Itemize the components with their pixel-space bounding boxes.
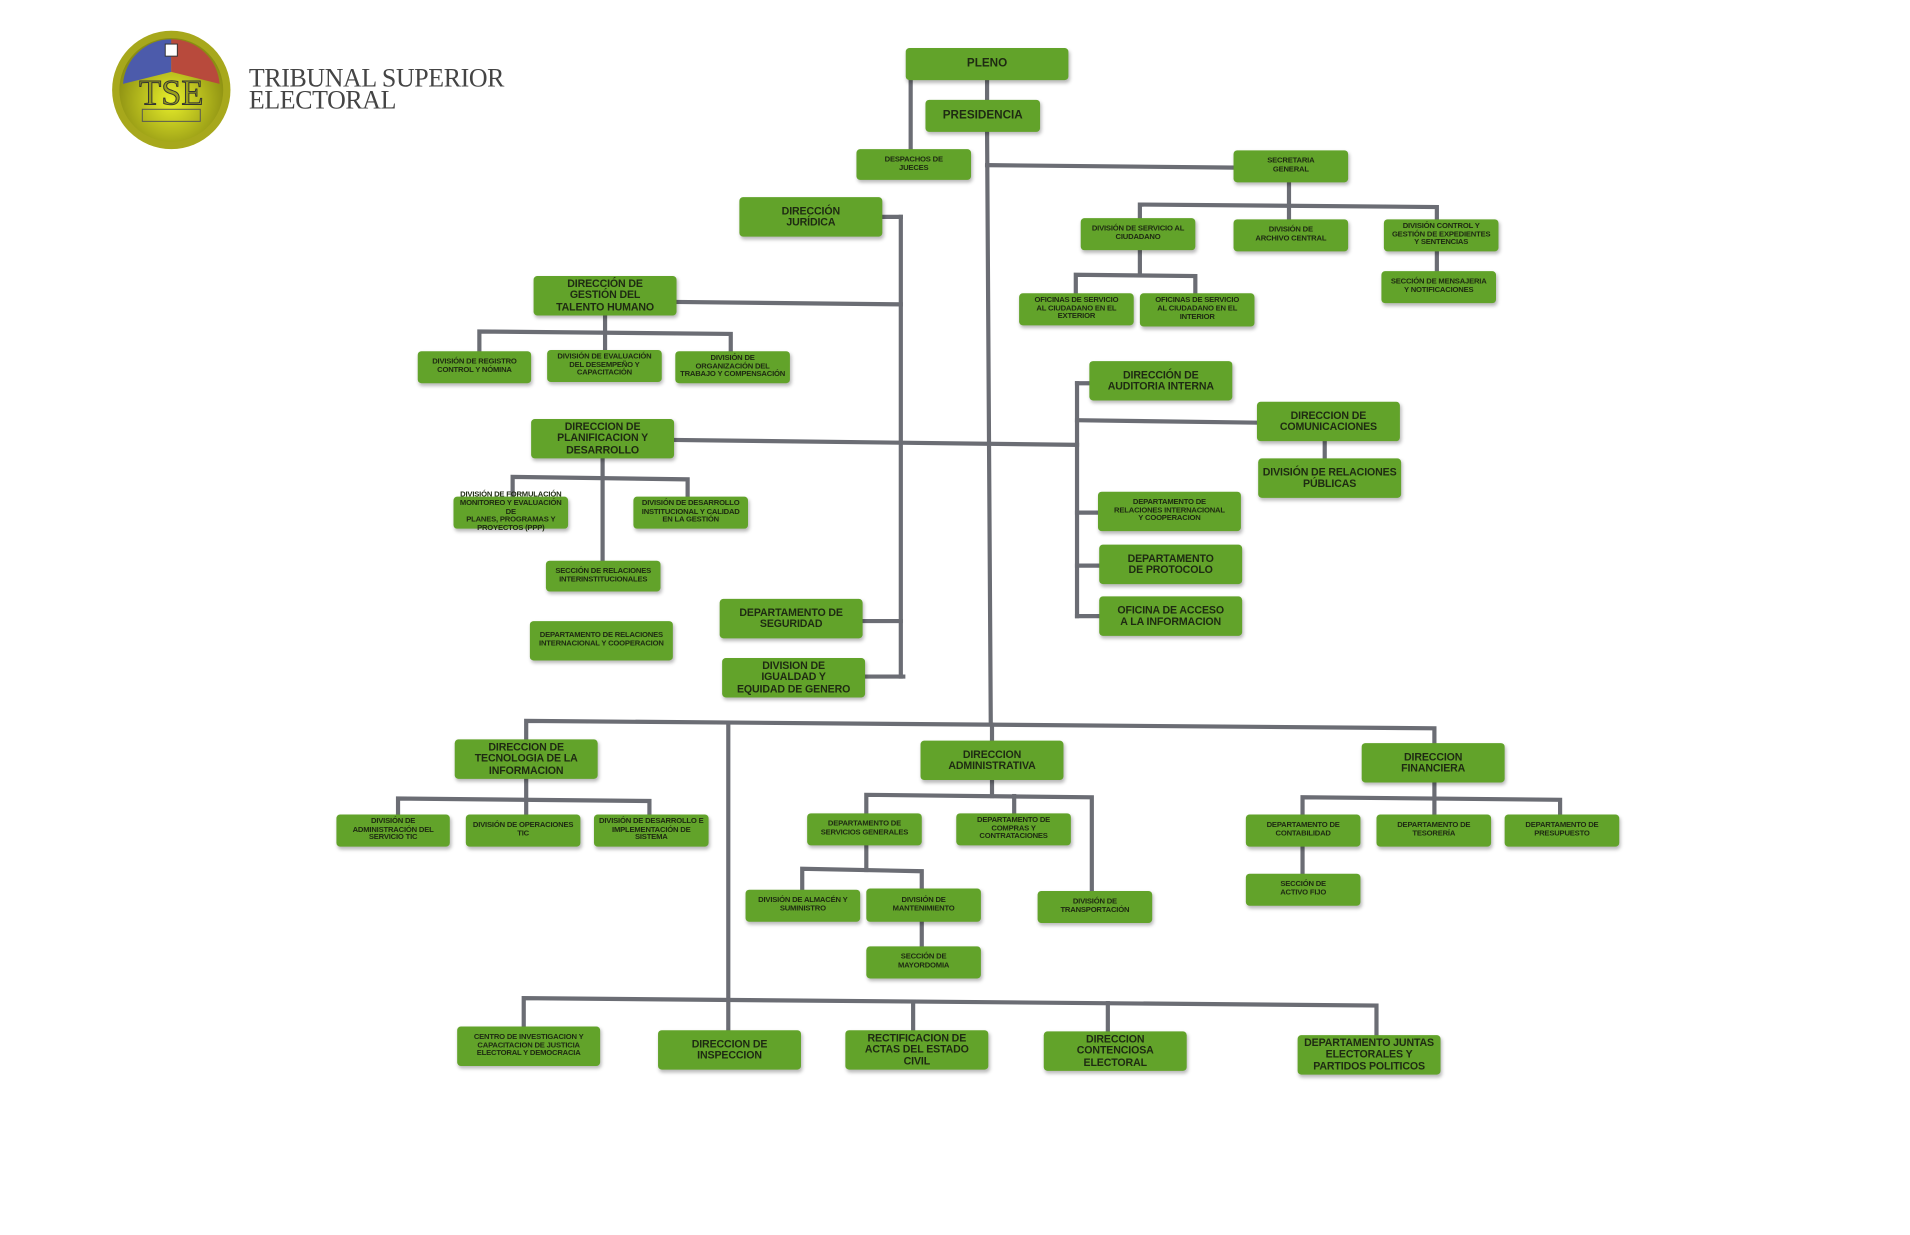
org-unit-oficinas-int: OFICINAS DE SERVICIO AL CIUDADANO EN EL …	[1139, 293, 1255, 327]
connector-line	[800, 866, 924, 892]
org-unit-ppp: DIVISIÓN DE FORMULACIÓN MONITOREO Y EVAL…	[453, 491, 569, 532]
org-unit-desa-sis: DIVISIÓN DE DESARROLLO E IMPLEMENTACIÓN …	[593, 814, 709, 847]
title-line-1: TRIBUNAL SUPERIOR	[248, 62, 505, 93]
org-unit-contabilidad: DEPARTAMENTO DE CONTABILIDAD	[1245, 814, 1361, 847]
title-line-2: ELECTORAL	[248, 85, 397, 115]
org-unit-activo-fijo: SECCIÓN DE ACTIVO FIJO	[1245, 873, 1361, 906]
org-unit-contenciosa: DIRECCION CONTENCIOSA ELECTORAL	[1043, 1031, 1187, 1071]
org-unit-igualdad: DIVISION DE IGUALDAD Y EQUIDAD DE GENERO	[722, 658, 866, 698]
org-unit-secretaria: SECRETARIA GENERAL	[1233, 150, 1349, 183]
org-unit-mantenimiento: DIVISIÓN DE MANTENIMIENTO	[866, 888, 981, 922]
connector-line	[674, 299, 903, 307]
logo-lettering: TSE	[139, 72, 203, 112]
connector-line	[1074, 418, 1260, 425]
org-unit-sec-rel-inter: SECCIÓN DE RELACIONES INTERINSTITUCIONAL…	[545, 560, 661, 592]
org-unit-dep-rel-int-left: DEPARTAMENTO DE RELACIONES INTERNACIONAL…	[529, 621, 673, 661]
org-unit-organizacion: DIVISIÓN DE ORGANIZACIÓN DEL TRABAJO Y C…	[675, 351, 790, 384]
org-unit-archivo: DIVISIÓN DE ARCHIVO CENTRAL	[1233, 219, 1349, 252]
org-unit-div-serv-ciud: DIVISIÓN DE SERVICIO AL CIUDADANO	[1080, 218, 1196, 251]
org-unit-rectificacion: RECTIFICACION DE ACTAS DEL ESTADO CIVIL	[845, 1030, 989, 1070]
org-unit-compras: DEPARTAMENTO DE COMPRAS Y CONTRATACIONES	[956, 813, 1071, 846]
tse-seal-logo: TSE	[112, 30, 231, 150]
org-unit-tecnologia: DIRECCION DE TECNOLOGIA DE LA INFORMACIO…	[454, 739, 598, 779]
org-unit-centro: CENTRO DE INVESTIGACION Y CAPACITACION D…	[457, 1026, 601, 1066]
org-unit-almacen: DIVISIÓN DE ALMACÉN Y SUMINISTRO	[745, 889, 861, 922]
org-unit-rel-publicas: DIVISIÓN DE RELACIONES PÚBLICAS	[1258, 458, 1402, 498]
org-unit-presupuesto: DEPARTAMENTO DE PRESUPUESTO	[1504, 814, 1620, 847]
connector-line	[1073, 272, 1198, 296]
org-unit-desarrollo-inst: DIVISIÓN DE DESARROLLO INSTITUCIONAL Y C…	[633, 496, 749, 529]
org-unit-oficinas-ext: OFICINAS DE SERVICIO AL CIUDADANO EN EL …	[1019, 293, 1134, 326]
org-unit-despachos: DESPACHOS DE JUECES	[856, 149, 972, 180]
connector-line	[864, 792, 1094, 894]
org-unit-auditoria: DIRECCIÓN DE AUDITORIA INTERNA	[1089, 361, 1233, 401]
org-unit-talento: DIRECCIÓN DE GESTIÓN DEL TALENTO HUMANO	[533, 276, 677, 316]
org-unit-comunicaciones: DIRECCION DE COMUNICACIONES	[1256, 401, 1400, 442]
org-unit-seguridad: DEPARTAMENTO DE SEGURIDAD	[719, 598, 863, 639]
org-unit-control-exp: DIVISIÓN CONTROL Y GESTIÓN DE EXPEDIENTE…	[1383, 219, 1499, 252]
org-unit-transporte: DIVISIÓN DE TRANSPORTACIÓN	[1037, 890, 1153, 923]
org-unit-presidencia: PRESIDENCIA	[925, 99, 1041, 132]
org-unit-juridica: DIRECCIÓN JURÍDICA	[739, 197, 883, 237]
org-unit-mayordomia: SECCIÓN DE MAYORDOMIA	[866, 946, 981, 979]
org-unit-mensajeria: SECCIÓN DE MENSAJERIA Y NOTIFICACIONES	[1381, 271, 1497, 304]
connector-line	[671, 437, 1080, 447]
org-unit-evaluacion: DIVISIÓN DE EVALUACIÓN DEL DESEMPEÑO Y C…	[547, 349, 662, 383]
connector-line	[984, 129, 993, 726]
connector-line	[524, 718, 1437, 746]
connector-line	[395, 796, 652, 817]
org-unit-oper-tic: DIVISIÓN DE OPERACIONES TIC	[465, 814, 581, 847]
org-unit-inspeccion: DIRECCION DE INSPECCION	[658, 1030, 801, 1070]
org-unit-administrativa: DIRECCION ADMINISTRATIVA	[920, 740, 1064, 781]
connector-line	[1300, 795, 1563, 817]
org-unit-pleno: PLENO	[905, 48, 1069, 81]
org-unit-financiera: DIRECCION FINANCIERA	[1361, 743, 1505, 783]
org-unit-acceso: OFICINA DE ACCESO A LA INFORMACION	[1099, 596, 1243, 636]
org-unit-adm-tic: DIVISIÓN DE ADMINISTRACIÓN DEL SERVICIO …	[336, 814, 450, 847]
org-unit-serv-gen: DEPARTAMENTO DE SERVICIOS GENERALES	[807, 813, 922, 846]
org-unit-planif: DIRECCION DE PLANIFICACION Y DESARROLLO	[531, 418, 675, 459]
org-unit-dep-rel-int-right: DEPARTAMENTO DE RELACIONES INTERNACIONAL…	[1097, 491, 1241, 532]
org-unit-reg-control: DIVISIÓN DE REGISTRO CONTROL Y NÓMINA	[417, 351, 532, 384]
connector-line	[477, 329, 733, 354]
connector-line	[984, 163, 1236, 170]
organization-title: TRIBUNAL SUPERIOR ELECTORAL	[248, 62, 505, 115]
connector-line	[1137, 202, 1439, 222]
org-unit-protocolo: DEPARTAMENTO DE PROTOCOLO	[1099, 544, 1243, 585]
org-unit-juntas: DEPARTAMENTO JUNTAS ELECTORALES Y PARTID…	[1297, 1035, 1441, 1075]
connector-line	[521, 996, 1379, 1038]
connector-line	[510, 474, 690, 499]
org-unit-tesoreria: DEPARTAMENTO DE TESORERÍA	[1376, 814, 1492, 847]
